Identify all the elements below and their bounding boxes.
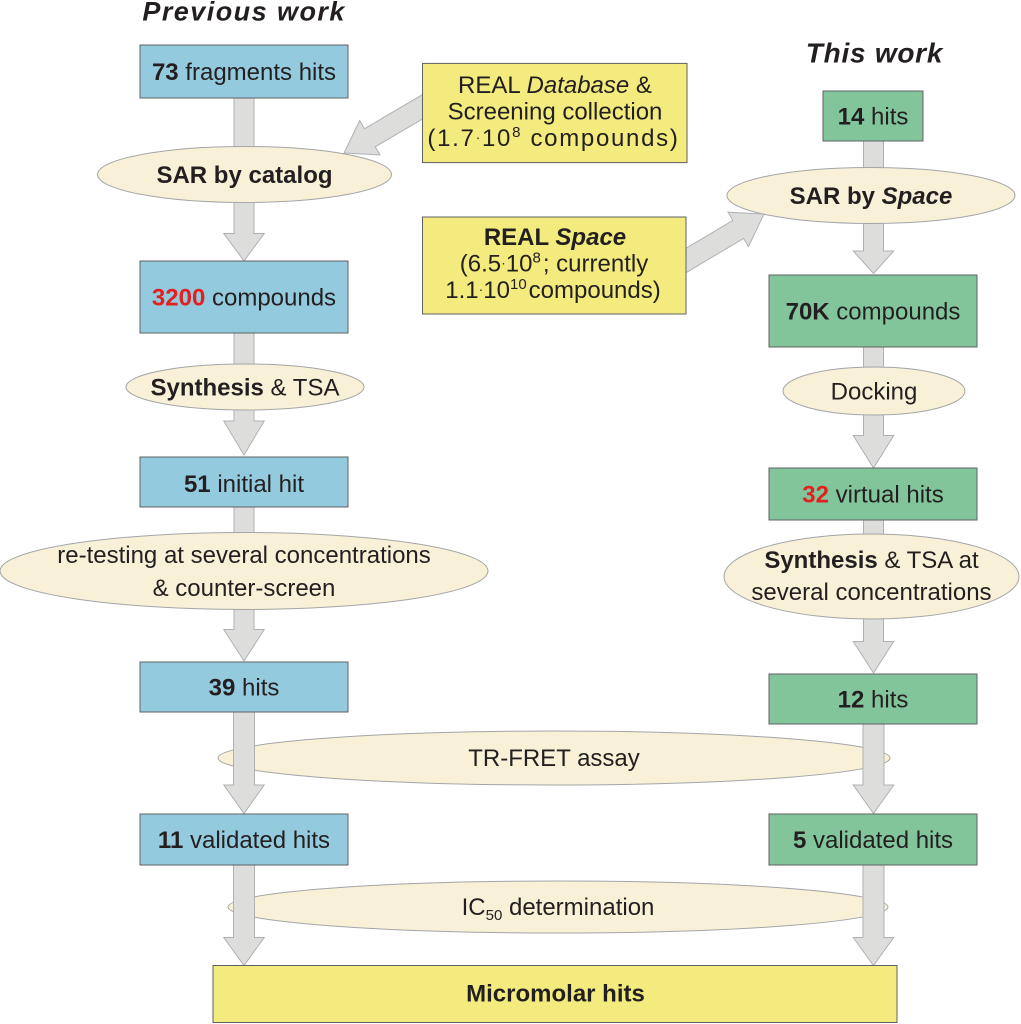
svg-text:(6.5·108 ; currently: (6.5·108 ; currently <box>460 250 648 278</box>
svg-text:73 fragments hits: 73 fragments hits <box>152 59 336 86</box>
svg-text:(1.7·108 compounds): (1.7·108 compounds) <box>427 124 679 152</box>
svg-text:several concentrations: several concentrations <box>751 579 991 606</box>
svg-text:SAR by catalog: SAR by catalog <box>156 162 332 189</box>
svg-text:70K compounds: 70K compounds <box>786 299 961 326</box>
svg-text:5 validated hits: 5 validated hits <box>793 827 953 854</box>
svg-text:12 hits: 12 hits <box>838 687 909 714</box>
svg-text:Synthesis & TSA: Synthesis & TSA <box>151 375 340 402</box>
svg-text:TR-FRET assay: TR-FRET assay <box>468 745 640 772</box>
svg-text:39 hits: 39 hits <box>209 675 280 702</box>
svg-text:32 virtual hits: 32 virtual hits <box>802 482 943 509</box>
svg-text:This work: This work <box>806 38 944 69</box>
svg-text:REAL Space: REAL Space <box>484 224 626 251</box>
svg-text:11 validated hits: 11 validated hits <box>158 827 330 854</box>
svg-text:14 hits: 14 hits <box>838 104 909 131</box>
svg-text:& counter-screen: & counter-screen <box>153 575 336 602</box>
svg-text:Screening collection: Screening collection <box>448 99 663 126</box>
svg-text:Synthesis & TSA at: Synthesis & TSA at <box>764 547 979 574</box>
svg-text:3200 compounds: 3200 compounds <box>152 285 336 312</box>
svg-text:REAL Database &: REAL Database & <box>458 72 652 99</box>
svg-text:re-testing at several concentr: re-testing at several concentrations <box>57 542 431 569</box>
svg-text:Previous work: Previous work <box>142 0 346 26</box>
svg-text:51 initial hit: 51 initial hit <box>184 471 304 498</box>
svg-text:Micromolar hits: Micromolar hits <box>466 981 645 1008</box>
svg-text:Docking: Docking <box>831 379 918 406</box>
svg-text:SAR by Space: SAR by Space <box>790 183 953 210</box>
svg-text:1.1·1010 compounds): 1.1·1010 compounds) <box>445 276 661 304</box>
